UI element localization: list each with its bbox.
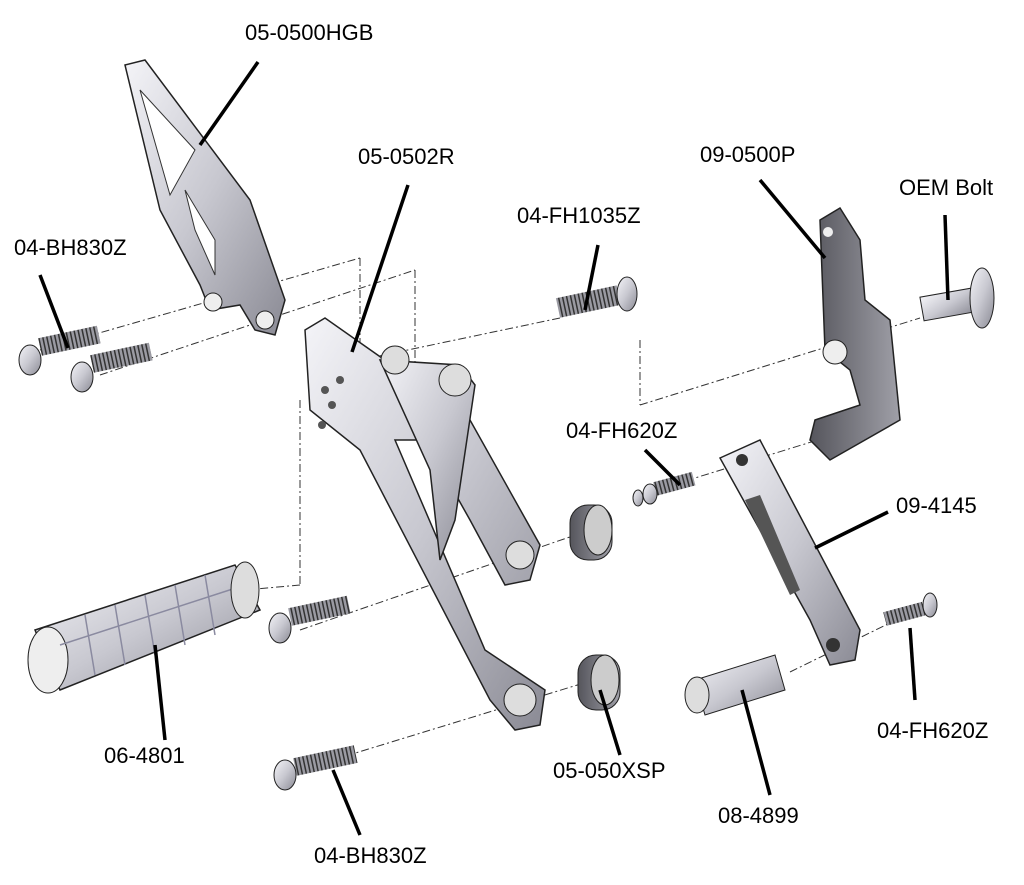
- sleeve-part: [684, 654, 786, 716]
- label-link: 09-4145: [896, 493, 977, 518]
- leader-lines: [38, 60, 950, 836]
- bolt-fh620-right: [883, 592, 938, 626]
- oem-bolt-part: [919, 267, 995, 329]
- label-fh620-mid: 04-FH620Z: [566, 418, 678, 443]
- spacer-lower: [577, 654, 621, 711]
- label-pivot: 09-0500P: [700, 142, 796, 167]
- hanger-part: [124, 59, 286, 336]
- bolt-bh830-bottom: [273, 745, 358, 791]
- label-hanger: 05-0500HGB: [245, 20, 374, 45]
- spacer-upper: [569, 504, 613, 561]
- label-spacer: 05-050XSP: [553, 758, 666, 783]
- label-fh620-right: 04-FH620Z: [877, 718, 989, 743]
- bolt-bh830-mid: [268, 595, 351, 644]
- bolt-bh830-top-2: [70, 342, 153, 393]
- label-bracket: 05-0502R: [358, 144, 455, 169]
- bolt-fh620-mid: [632, 471, 696, 507]
- label-sleeve: 08-4899: [718, 803, 799, 828]
- label-peg: 06-4801: [104, 743, 185, 768]
- bolt-fh1035: [555, 276, 638, 318]
- bracket-part: [304, 317, 546, 731]
- label-fh1035: 04-FH1035Z: [517, 203, 641, 228]
- label-bh830-bottom: 04-BH830Z: [314, 843, 427, 868]
- pivot-part: [809, 206, 901, 461]
- bolt-bh830-top-1: [18, 325, 101, 376]
- label-bh830-top: 04-BH830Z: [14, 235, 127, 260]
- footpeg-part: [27, 561, 262, 694]
- link-part: [718, 439, 861, 666]
- label-oem-bolt: OEM Bolt: [899, 175, 994, 200]
